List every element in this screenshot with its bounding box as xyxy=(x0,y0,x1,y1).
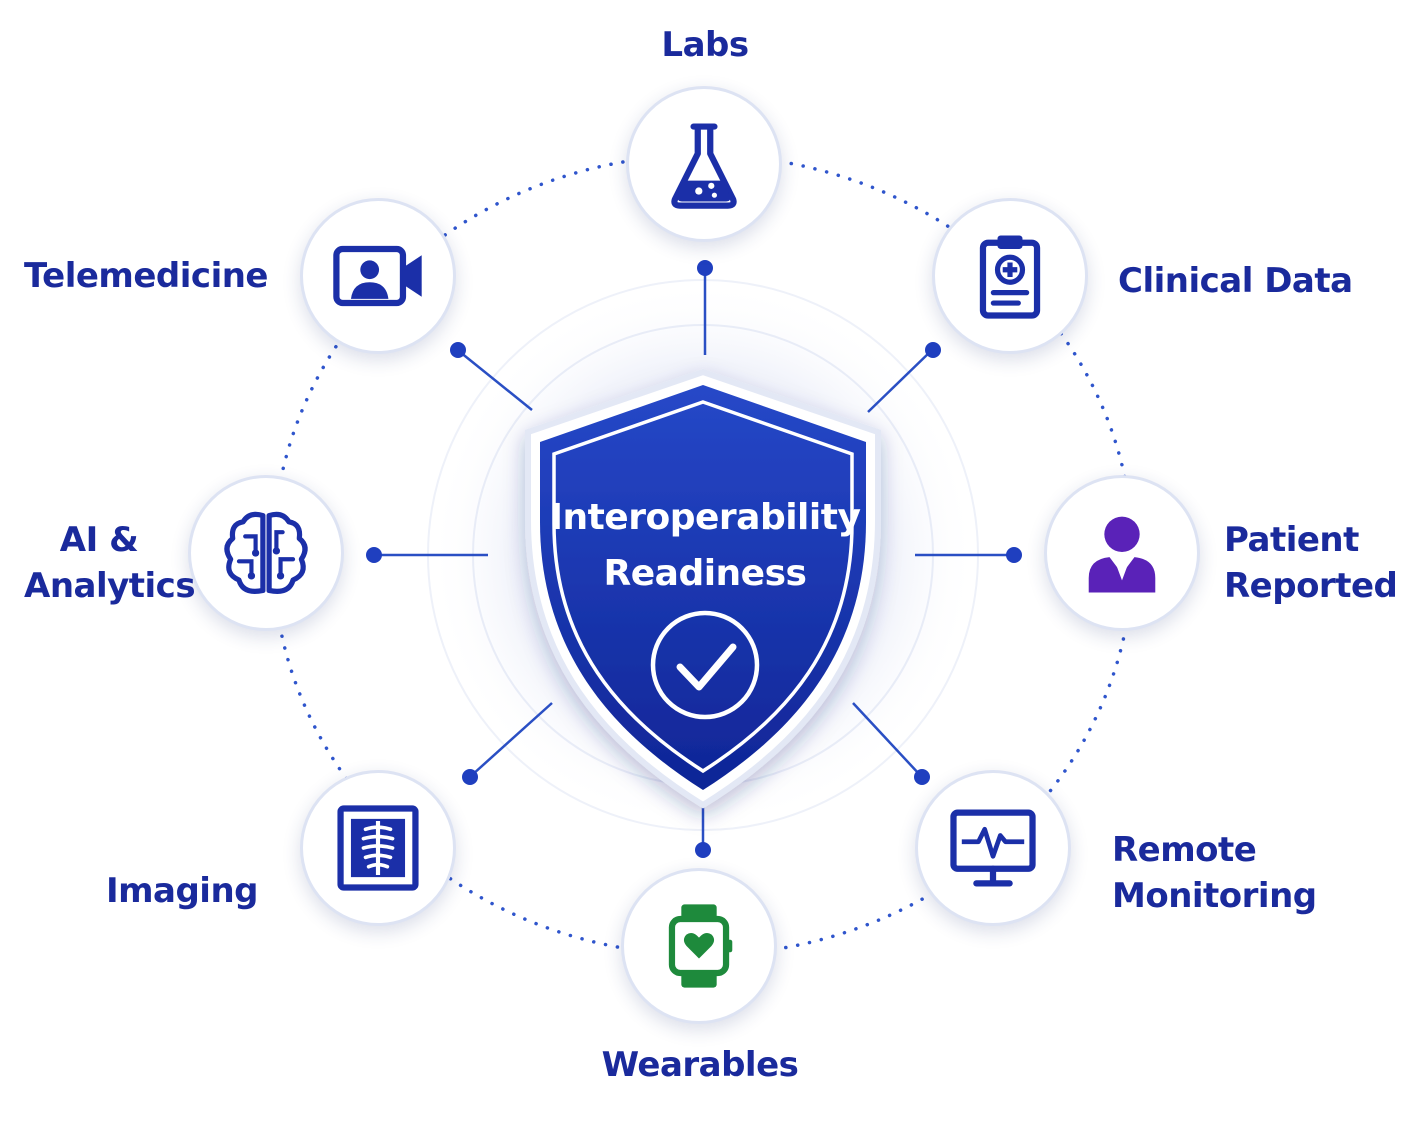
smartwatch-heart-icon xyxy=(668,904,733,988)
label-telemedicine: Telemedicine xyxy=(23,256,269,296)
label-clinical-data: Clinical Data xyxy=(1118,261,1353,301)
center-title-line1: Interoperability xyxy=(549,497,861,538)
center-title: Interoperability Readiness xyxy=(540,490,870,602)
connector-imaging xyxy=(462,702,553,785)
connector-labs xyxy=(697,260,713,355)
node-labs[interactable] xyxy=(626,86,782,242)
flask-icon xyxy=(671,123,737,209)
person-icon xyxy=(1088,516,1156,593)
label-patient-reported: Patient Reported xyxy=(1224,520,1398,606)
label-remote-monitoring: Remote Monitoring xyxy=(1112,830,1317,916)
node-telemedicine[interactable] xyxy=(300,198,456,354)
label-ai-analytics: AI & Analytics xyxy=(24,520,196,606)
xray-icon xyxy=(337,805,419,891)
clipboard-plus-icon xyxy=(979,235,1041,319)
video-camera-person-icon xyxy=(333,245,422,307)
shield-emblem xyxy=(525,368,881,809)
connector-remote-monitoring xyxy=(852,702,930,785)
node-imaging[interactable] xyxy=(300,770,456,926)
label-imaging: Imaging xyxy=(105,871,259,911)
label-labs: Labs xyxy=(661,25,749,65)
heart-monitor-icon xyxy=(950,809,1036,887)
check-circle-icon xyxy=(650,610,760,720)
connector-ai-analytics xyxy=(366,547,488,563)
node-patient-reported[interactable] xyxy=(1044,475,1200,631)
connector-wearables xyxy=(695,805,711,858)
node-clinical-data[interactable] xyxy=(932,198,1088,354)
node-wearables[interactable] xyxy=(621,868,777,1024)
connector-patient-reported xyxy=(915,547,1022,563)
brain-icon xyxy=(224,511,308,594)
node-ai-analytics[interactable] xyxy=(188,475,344,631)
connector-telemedicine xyxy=(450,342,533,411)
node-remote-monitoring[interactable] xyxy=(915,770,1071,926)
connector-clinical-data xyxy=(867,342,941,413)
center-title-line2: Readiness xyxy=(603,553,807,594)
label-wearables: Wearables xyxy=(601,1045,799,1085)
